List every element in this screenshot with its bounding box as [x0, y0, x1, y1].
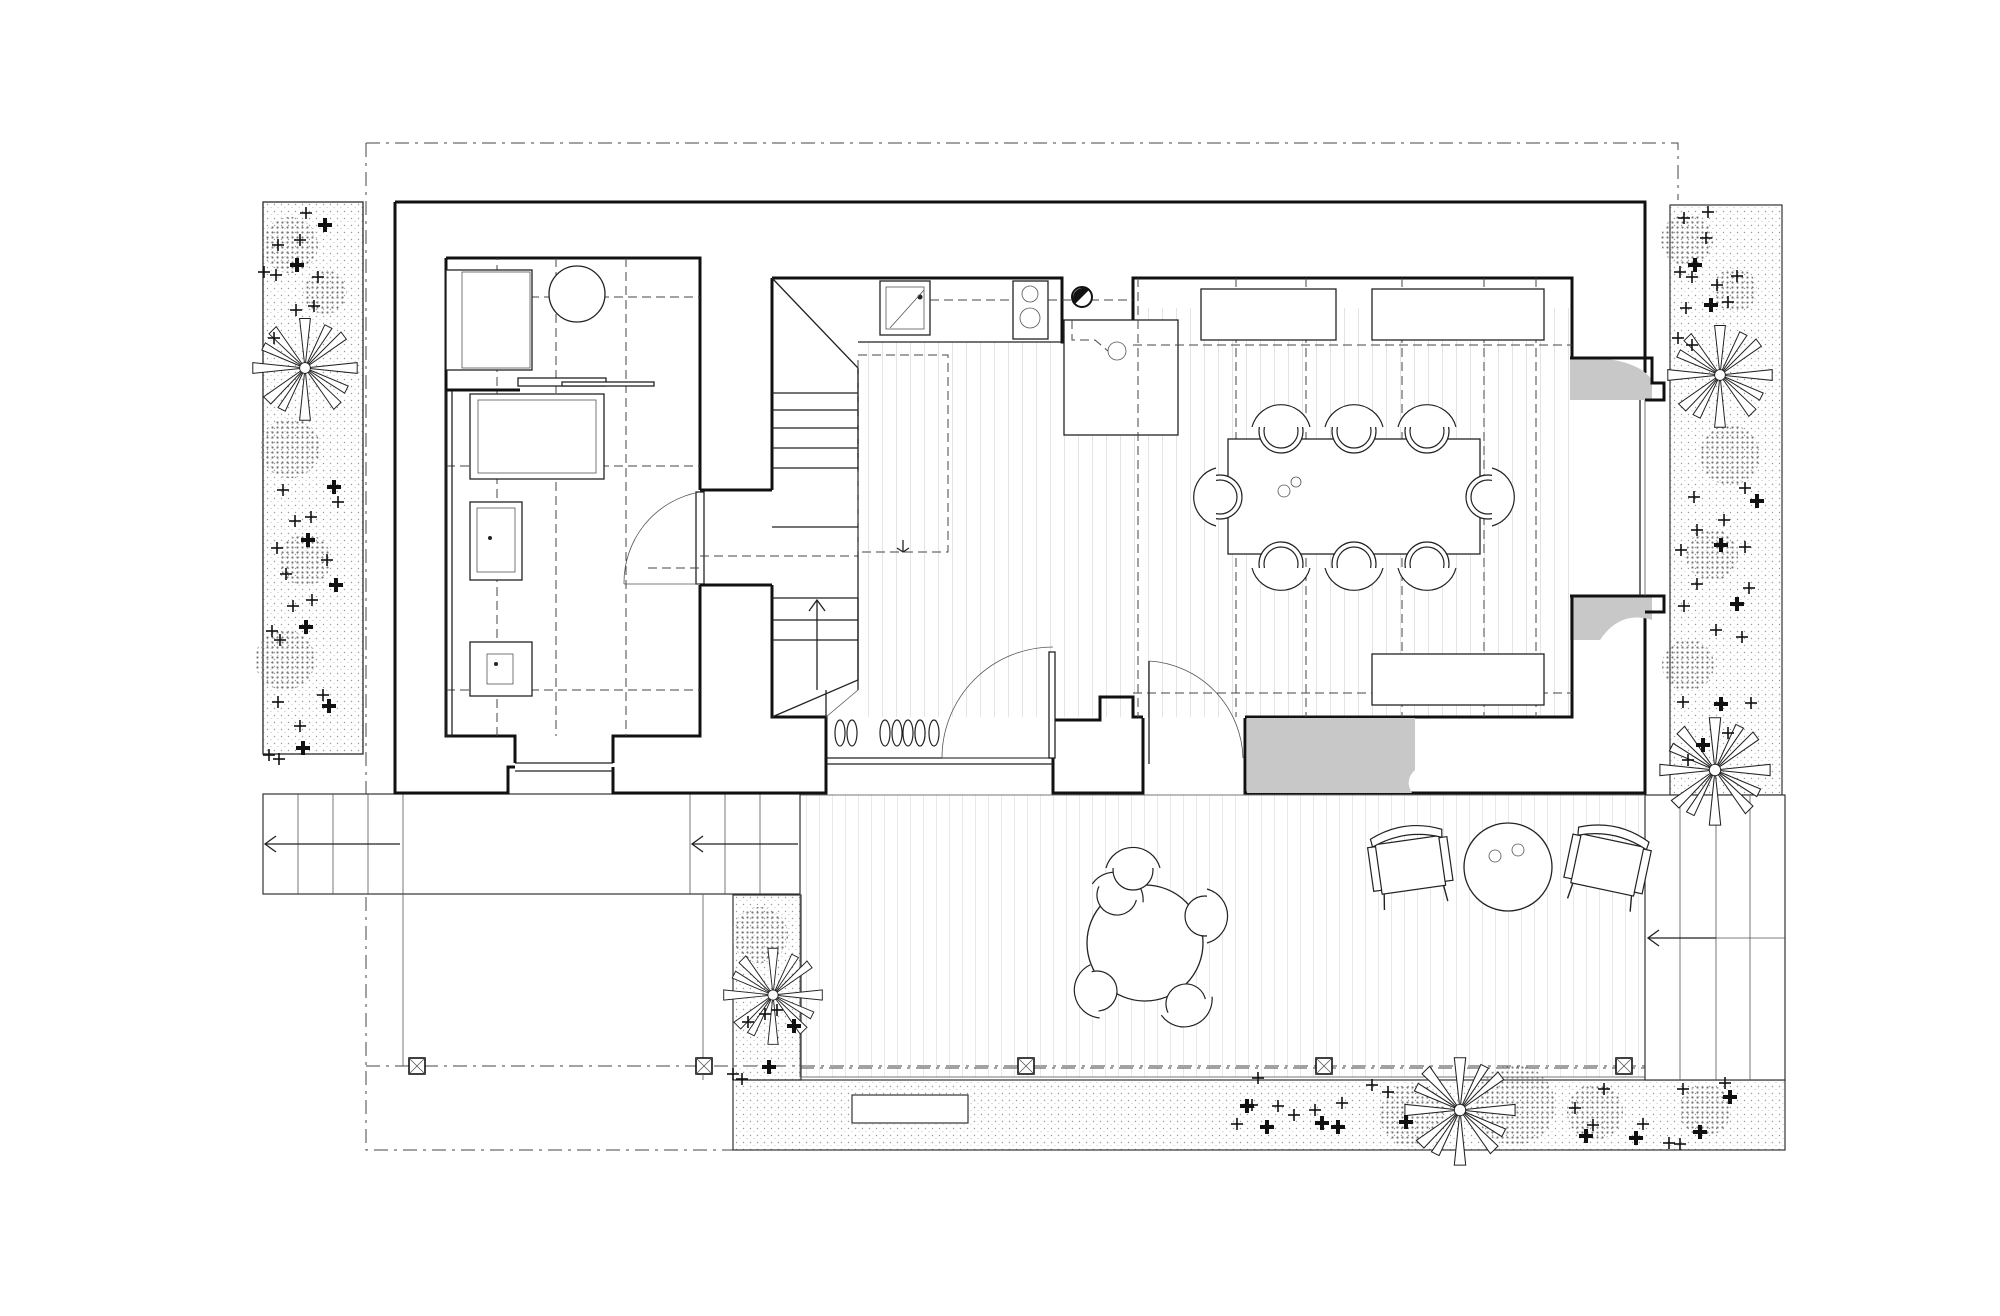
stair-arrow-icon: [690, 835, 798, 853]
sofa: [1200, 288, 1337, 341]
bathroom: [444, 256, 705, 763]
post-icon: [1615, 1057, 1633, 1075]
table-object: [1277, 484, 1291, 498]
shoe-rack: [834, 719, 940, 747]
cooktop: [1012, 280, 1049, 340]
door-swing-icon: [1148, 660, 1244, 764]
kitchen-counter: [858, 280, 1133, 343]
shrub-dots-icon: [1713, 268, 1757, 312]
bathtub: [469, 393, 605, 480]
stair-arrow-icon: [263, 835, 400, 853]
shrub-dots-icon: [732, 907, 788, 963]
shrub-dots-icon: [1700, 425, 1760, 485]
kitchen-island: [1063, 286, 1179, 436]
post-icon: [695, 1057, 713, 1075]
left-steps: [262, 793, 801, 1066]
shoe-icon: [879, 719, 903, 747]
right-wall-infill: [1570, 356, 1666, 640]
shrub-dots-icon: [303, 270, 347, 314]
stepping-stone: [851, 1094, 969, 1124]
corridor: [700, 488, 858, 587]
shrub-dots-icon: [1661, 214, 1713, 266]
shower-tray: [445, 269, 533, 371]
round-basin: [548, 265, 606, 323]
table-object: [1290, 476, 1302, 488]
shrub-dots-icon: [1686, 529, 1738, 581]
sink: [469, 501, 523, 581]
post-icon: [1017, 1057, 1035, 1075]
terrace-deck: [799, 794, 1680, 1078]
shrub-dots-icon: [1679, 1084, 1731, 1136]
shrub-dots-icon: [1567, 1084, 1623, 1140]
door-swing-icon: [623, 491, 705, 585]
shrub-dots-icon: [1662, 639, 1714, 691]
sofa: [1371, 653, 1545, 706]
toilet: [469, 641, 533, 697]
stair-hall: [770, 276, 1574, 759]
shrub-dots-icon: [279, 534, 331, 586]
shrub-dots-icon: [255, 630, 315, 690]
dining-table: [1227, 438, 1481, 555]
shoe-icon: [834, 719, 858, 747]
shoe-icon: [914, 719, 940, 747]
door-swing-icon: [941, 646, 1056, 759]
shrub-dots-icon: [262, 217, 318, 273]
posts: [408, 1057, 1633, 1080]
living-dining: [1133, 278, 1572, 793]
entry-niche: [1247, 718, 1415, 793]
sofa: [1371, 288, 1545, 341]
terrace-furniture: [1069, 817, 1656, 1036]
side-table: [1463, 822, 1553, 912]
shrub-dots-icon: [260, 418, 320, 478]
right-steps: [1644, 794, 1786, 1081]
post-icon: [408, 1057, 426, 1075]
kitchen-sink: [879, 280, 931, 336]
stair-arrow-icon: [808, 598, 826, 690]
outer-wall: [393, 200, 1647, 795]
post-icon: [1315, 1057, 1333, 1075]
bottom-planter: [732, 1079, 1786, 1151]
stair-arrow-icon: [1646, 929, 1716, 947]
staircase: [771, 277, 949, 720]
